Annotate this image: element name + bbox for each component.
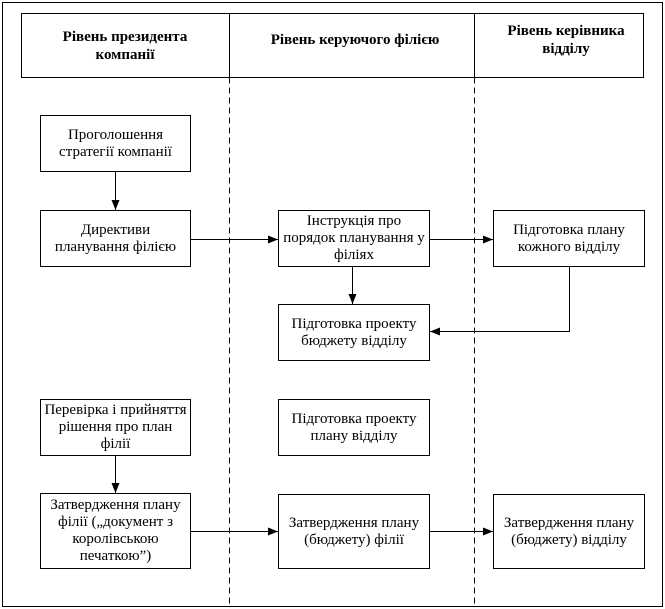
box-instruction [278, 210, 430, 267]
box-strategy [40, 115, 191, 172]
box-dept-plan-prep [493, 210, 645, 267]
label-approve-branch: Затвердження плану (бюджету) філії [288, 514, 420, 548]
box-dept-plan-project [278, 399, 430, 456]
label-approve-president: Затвердження плану філії („документ з ко… [50, 497, 181, 564]
label-approve-dept: Затвердження плану (бюджету) відділу [503, 514, 635, 548]
arrow-dept-plan-to-budget [430, 267, 570, 336]
header-frame [21, 13, 644, 78]
box-approve-branch [278, 494, 430, 569]
label-budget-project: Підготовка проекту бюджету відділу [291, 315, 417, 349]
box-review [40, 399, 191, 456]
header-department-level: Рівень керівника відділу [507, 23, 625, 57]
label-instruction: Інструкція про порядок планування у філі… [283, 213, 425, 263]
label-directives: Директиви планування філією [54, 221, 177, 255]
label-dept-plan-project: Підготовка проекту плану відділу [291, 410, 417, 444]
label-review: Перевірка і прийняття рішення про план ф… [44, 402, 187, 452]
header-president-level: Рівень президента компанії [62, 29, 188, 63]
label-dept-plan-prep: Підготовка плану кожного відділу [513, 221, 625, 255]
box-budget-project [278, 304, 430, 361]
box-approve-dept [493, 494, 645, 569]
box-approve-president [40, 493, 191, 569]
header-branch-level: Рівень керуючого філією [270, 32, 440, 48]
box-directives [40, 210, 191, 267]
label-strategy: Проголошення стратегії компанії [59, 126, 172, 160]
